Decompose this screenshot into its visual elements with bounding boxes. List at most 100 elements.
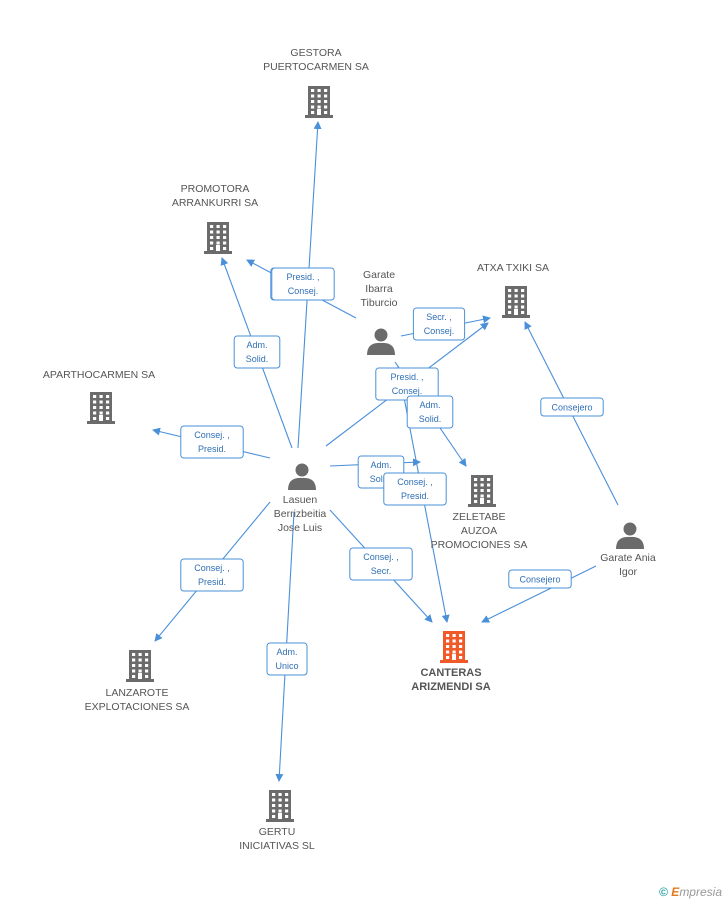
person-icon[interactable] bbox=[288, 463, 316, 491]
edge-label-box bbox=[266, 642, 308, 676]
edge-label-text: Unico bbox=[275, 661, 298, 671]
node-label: ARRANKURRI SA bbox=[172, 197, 258, 209]
edge-label-text: Presid. , bbox=[286, 272, 319, 282]
node-label: ATXA TXIKI SA bbox=[477, 262, 549, 274]
person-icon[interactable] bbox=[367, 328, 395, 356]
edge-label-box bbox=[180, 558, 244, 592]
edge-label-text: Consej. , bbox=[397, 477, 433, 487]
node-label: GESTORA bbox=[290, 47, 341, 59]
node-label: APARTHOCARMEN SA bbox=[43, 369, 155, 381]
edge-label-text: Consej. , bbox=[363, 552, 399, 562]
building-icon[interactable] bbox=[87, 392, 115, 424]
node-label: INICIATIVAS SL bbox=[239, 840, 315, 852]
edge-label-text: Presid. bbox=[401, 491, 429, 501]
edge-label-text: Secr. , bbox=[426, 312, 452, 322]
node-promotora[interactable]: PROMOTORA ARRANKURRI SA bbox=[172, 183, 258, 254]
edge-label-box bbox=[383, 472, 447, 506]
edge-label-text: Consej. bbox=[392, 386, 423, 396]
edge-label-box bbox=[406, 395, 454, 429]
edge-label-text: Adm. bbox=[246, 340, 267, 350]
building-icon[interactable] bbox=[126, 650, 154, 682]
edge-label-text: Adm. bbox=[370, 460, 391, 470]
node-label: PUERTOCARMEN SA bbox=[263, 61, 369, 73]
edge-garate_ania-to-canteras bbox=[481, 565, 597, 623]
node-label: Garate Ania bbox=[600, 552, 656, 564]
edge-label-text: Solid. bbox=[419, 414, 442, 424]
node-gestora[interactable]: GESTORA PUERTOCARMEN SA bbox=[263, 47, 369, 118]
edge-label-box bbox=[271, 267, 335, 301]
edge-label-box bbox=[349, 547, 413, 581]
edge-label-text: Adm. bbox=[419, 400, 440, 410]
edge-label-text: Secr. bbox=[371, 566, 392, 576]
edge-label-text: Consej. , bbox=[194, 563, 230, 573]
building-icon[interactable] bbox=[468, 475, 496, 507]
edge-label-garate_ibarra-to-zeletabe[interactable]: Adm. Solid. bbox=[406, 395, 454, 429]
edge-label-box bbox=[412, 307, 466, 341]
edge-label-text: Adm. bbox=[276, 647, 297, 657]
node-label: PROMOTORA bbox=[181, 183, 250, 195]
building-icon[interactable] bbox=[204, 222, 232, 254]
edge-label-text: Presid. , bbox=[390, 372, 423, 382]
node-label: CANTERAS bbox=[420, 667, 481, 679]
node-label: Berrizbeitia bbox=[274, 508, 327, 520]
edge-label-text: Solid. bbox=[370, 474, 393, 484]
building-icon[interactable] bbox=[266, 790, 294, 822]
edge-label-garate_ibarra-to-promotora[interactable]: Presid. , Consej. bbox=[271, 267, 335, 301]
node-label: ARIZMENDI SA bbox=[411, 681, 491, 693]
edge-label-garate_ibarra-to-atxa[interactable]: Secr. , Consej. bbox=[412, 307, 466, 341]
node-label: Lasuen bbox=[283, 494, 318, 506]
person-icon[interactable] bbox=[616, 522, 644, 550]
edge-label-lasuen-to-promotora[interactable]: Adm. Solid. bbox=[233, 335, 281, 369]
node-label: Jose Luis bbox=[278, 522, 322, 534]
building-icon[interactable] bbox=[440, 631, 468, 663]
edge-label-text: Consej. bbox=[288, 286, 319, 296]
node-canteras[interactable]: CANTERAS ARIZMENDI SA bbox=[411, 631, 491, 693]
node-label: AUZOA bbox=[461, 525, 497, 537]
node-label: GERTU bbox=[259, 826, 296, 838]
node-label: LANZAROTE bbox=[105, 687, 168, 699]
node-label: Igor bbox=[619, 566, 638, 578]
edge-label-text: Consej. bbox=[424, 326, 455, 336]
nodes-layer: GESTORA PUERTOCARMEN SA PROMOTORA ARRANKURR… bbox=[43, 47, 656, 852]
node-zeletabe[interactable]: ZELETABE AUZOA PROMOCIONES SA bbox=[431, 475, 528, 551]
node-label: Tiburcio bbox=[361, 297, 398, 309]
edge-label-box bbox=[233, 335, 281, 369]
footer-brand: © Empresia bbox=[659, 885, 722, 899]
edge-label-text: Consej. , bbox=[194, 430, 230, 440]
edge-label-lasuen-to-lanzarote[interactable]: Consej. , Presid. bbox=[180, 558, 244, 592]
building-icon[interactable] bbox=[305, 86, 333, 118]
node-label: EXPLOTACIONES SA bbox=[85, 701, 190, 713]
node-label: ZELETABE bbox=[453, 511, 506, 523]
edge-label-garate_ania-to-atxa[interactable]: Consejero bbox=[540, 397, 604, 417]
node-label: Ibarra bbox=[365, 283, 393, 295]
edge-label-lasuen-to-atxa[interactable]: Presid. , Consej. bbox=[375, 367, 439, 401]
brand-initial: E bbox=[671, 885, 680, 899]
copyright-symbol: © bbox=[659, 885, 668, 899]
node-label: PROMOCIONES SA bbox=[431, 539, 528, 551]
edge-label-text: Presid. bbox=[198, 444, 226, 454]
node-gertu[interactable]: GERTU INICIATIVAS SL bbox=[239, 790, 315, 852]
node-lanzarote[interactable]: LANZAROTE EXPLOTACIONES SA bbox=[85, 650, 190, 713]
edge-label-lasuen-to-gertu[interactable]: Adm. Unico bbox=[266, 642, 308, 676]
edge-label-garate_ibarra-to-canteras[interactable]: Consej. , Presid. bbox=[383, 472, 447, 506]
edge-label-text: Consejero bbox=[551, 403, 592, 413]
building-icon[interactable] bbox=[502, 286, 530, 318]
node-apartho[interactable]: APARTHOCARMEN SA bbox=[43, 369, 155, 424]
edge-label-lasuen-to-apartho[interactable]: Consej. , Presid. bbox=[180, 425, 244, 459]
node-atxa[interactable]: ATXA TXIKI SA bbox=[477, 262, 549, 318]
edge-label-garate_ania-to-canteras[interactable]: Consejero bbox=[508, 569, 572, 589]
edge-label-text: Solid. bbox=[246, 354, 269, 364]
edge-label-lasuen-to-canteras[interactable]: Consej. , Secr. bbox=[349, 547, 413, 581]
edge-label-box bbox=[508, 569, 572, 589]
node-label: Garate bbox=[363, 269, 395, 281]
edge-label-text: Consejero bbox=[519, 575, 560, 585]
edge-label-box bbox=[180, 425, 244, 459]
brand-name: mpresia bbox=[679, 885, 722, 899]
edge-label-box bbox=[540, 397, 604, 417]
edge-labels-layer: Presid. , Consej. Adm. Solid. Presid. , Conse… bbox=[180, 267, 604, 676]
edge-label-text: Presid. bbox=[198, 577, 226, 587]
